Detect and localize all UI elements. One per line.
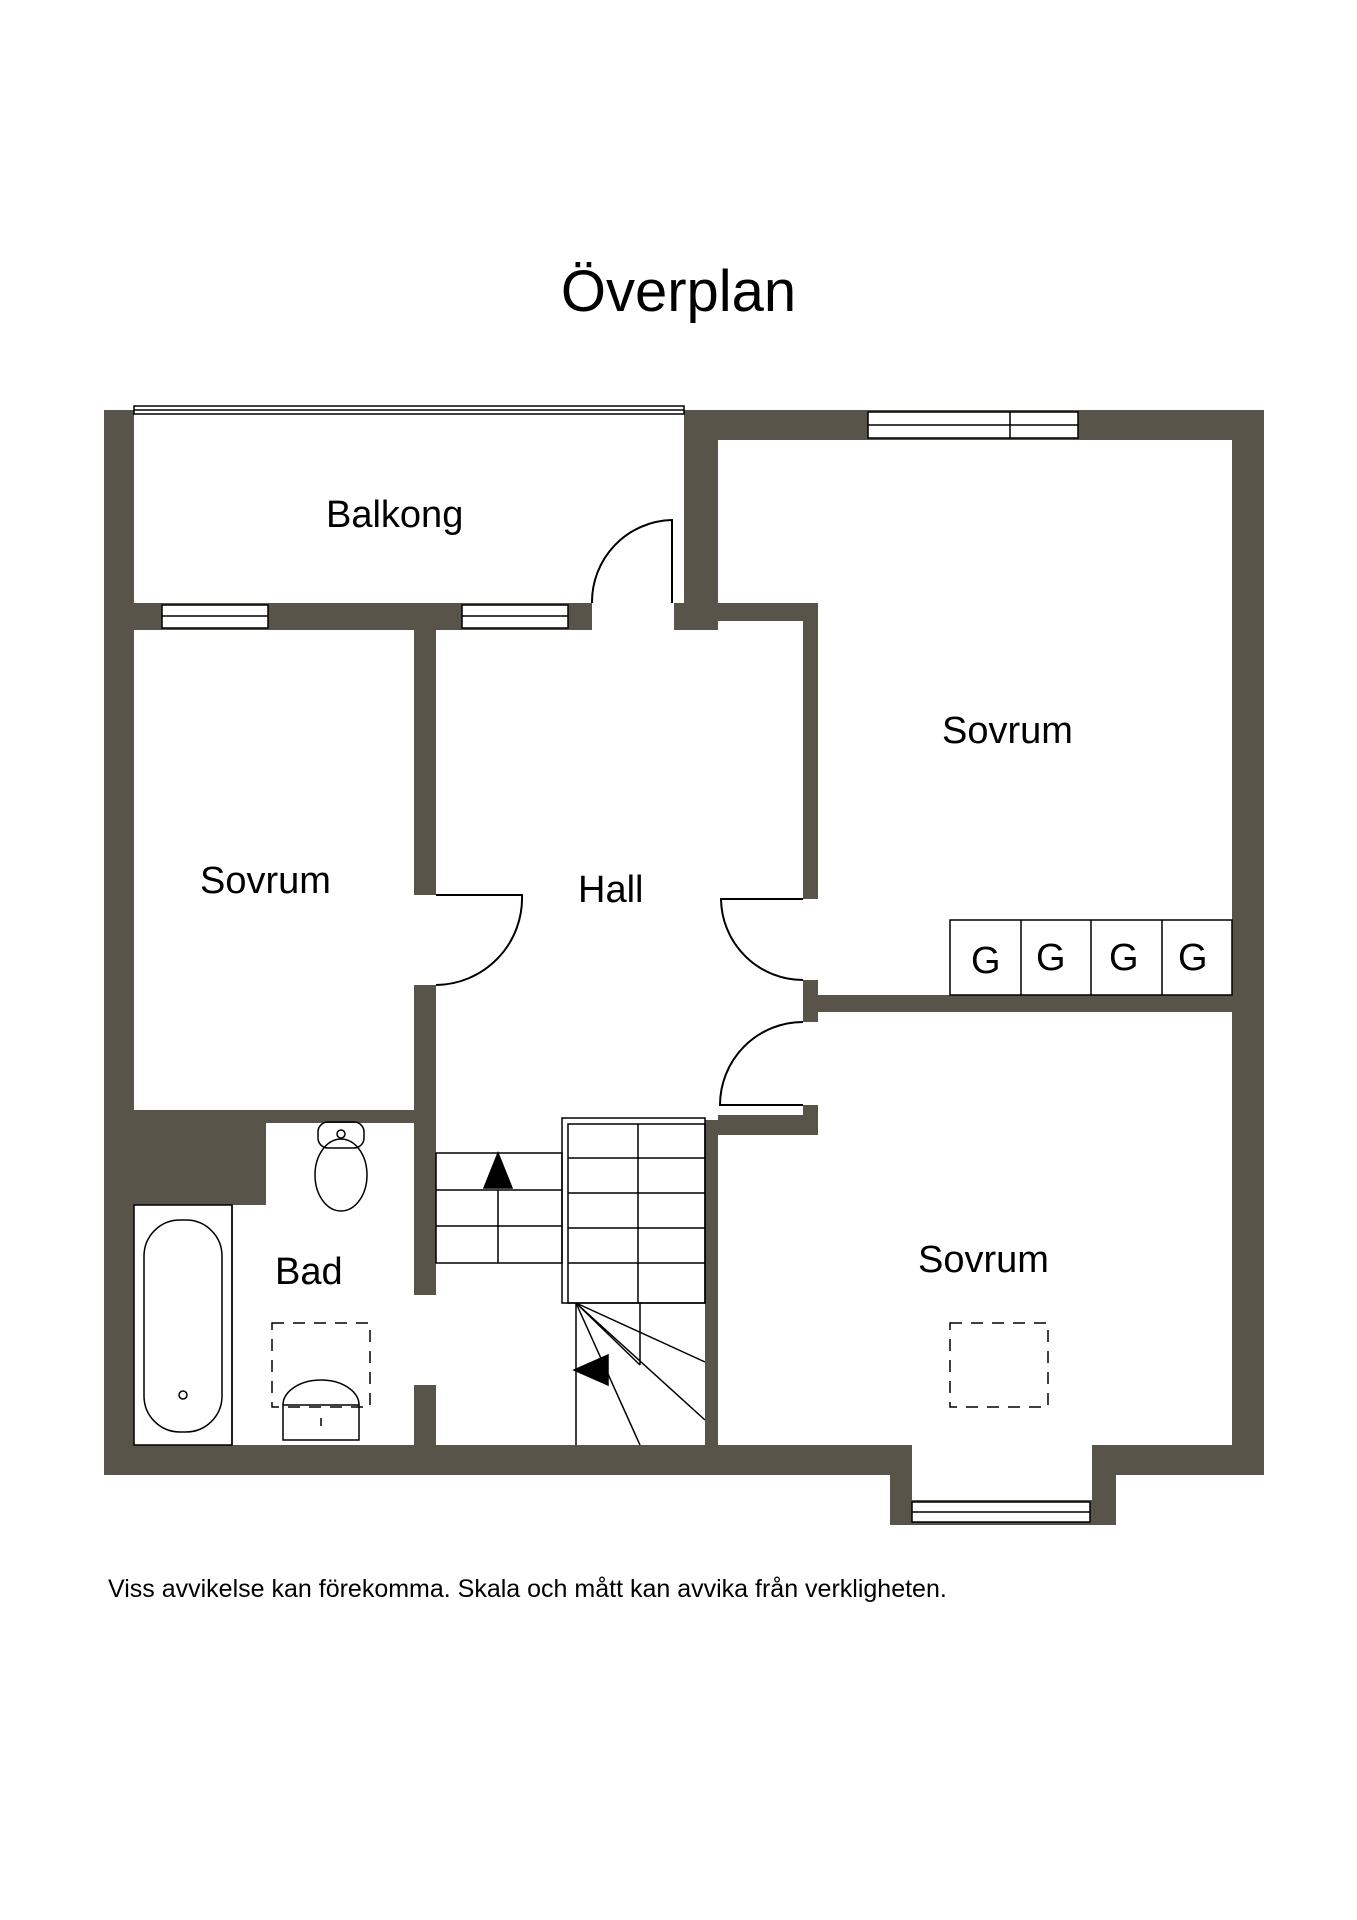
wall-lower-bedroom-west <box>718 1115 818 1135</box>
sink <box>282 1379 360 1441</box>
wall-west <box>104 410 134 1475</box>
bottom-right-door-opening <box>801 1022 820 1105</box>
stair-up-arrow <box>482 1150 514 1189</box>
wall-hall-west-upper <box>414 630 436 895</box>
bathtub <box>133 1204 233 1446</box>
toilet <box>314 1121 368 1212</box>
room-label-bedroom-left: Sovrum <box>200 860 331 902</box>
bath-dashed-area <box>271 1322 371 1408</box>
room-label-bathroom: Bad <box>275 1251 343 1293</box>
bedroom-dashed-area <box>949 1322 1049 1408</box>
wall-south-east <box>1092 1445 1264 1475</box>
wall-hall-west-bottom <box>414 1385 436 1445</box>
room-label-bedroom-top-right: Sovrum <box>942 710 1073 752</box>
top-right-door-swing <box>719 898 804 981</box>
closets <box>949 919 1233 996</box>
top-right-door-opening <box>801 899 820 980</box>
wall-stair-east <box>705 1120 718 1445</box>
wall-east <box>1232 410 1264 1475</box>
balcony-door-opening <box>592 600 674 633</box>
disclaimer-text: Viss avvikelse kan förekomma. Skala och … <box>108 1575 947 1603</box>
wall-right-west-upper <box>718 603 818 621</box>
room-label-bedroom-bottom-right: Sovrum <box>918 1239 1049 1281</box>
wall-south-west <box>104 1445 894 1475</box>
bathroom-fixtures <box>133 1121 1049 1446</box>
stairs <box>435 1117 706 1446</box>
stair-flight-right <box>561 1117 706 1304</box>
plan-title: Överplan <box>560 259 797 324</box>
windows <box>133 405 1091 1523</box>
room-label-balcony: Balkong <box>326 494 463 536</box>
wall-balcony-east <box>684 410 718 630</box>
balcony-door-swing <box>590 518 673 604</box>
left-bedroom-door-opening <box>412 895 438 985</box>
wall-bedrooms-divider <box>818 995 1232 1012</box>
closet-label: G <box>1036 937 1066 979</box>
wall-hall-west-lower <box>414 985 436 1295</box>
doors <box>412 518 820 1385</box>
room-label-hall: Hall <box>578 869 643 911</box>
bottom-right-door-swing <box>718 1021 804 1106</box>
wall-hall-east-upper <box>803 621 818 899</box>
stair-turn-arrow <box>572 1353 609 1387</box>
closet-label: G <box>1178 937 1208 979</box>
bath-door-opening <box>412 1295 438 1385</box>
wall-bath-west-divider <box>230 1110 266 1205</box>
closet-label: G <box>971 940 1001 982</box>
walls <box>104 410 1264 1525</box>
left-bedroom-door-swing <box>435 894 524 986</box>
wall-hall-north-east <box>674 603 718 630</box>
closet-label: G <box>1109 937 1139 979</box>
wall-hall-east-lower <box>803 980 818 1022</box>
